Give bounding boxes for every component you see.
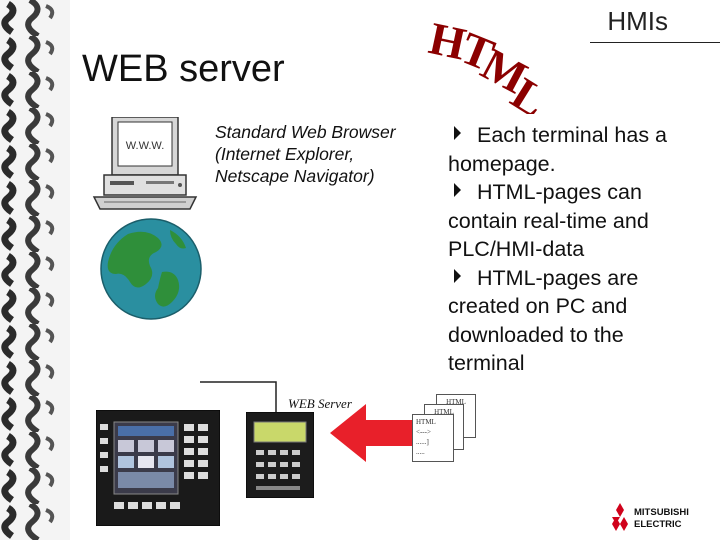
computer-screen-text: W.W.W. — [126, 140, 165, 152]
bullet-line: homepage. — [448, 151, 556, 176]
document-label: HTML — [446, 398, 466, 406]
mitsubishi-electric-logo: MITSUBISHI ELECTRIC — [612, 503, 689, 531]
html-logo: H T M L — [425, 14, 545, 114]
browser-caption-line: Standard Web Browser — [215, 122, 396, 142]
web-server-terminal-icon — [246, 412, 314, 498]
bullet-line: PLC/HMI-data — [448, 237, 585, 261]
bullet-item: Each terminal has a homepage. — [448, 121, 708, 178]
bullet-line: downloaded to the — [448, 322, 624, 347]
header-divider — [590, 42, 720, 43]
browser-caption: Standard Web Browser (Internet Explorer,… — [215, 121, 430, 187]
page-title: WEB server — [82, 48, 285, 90]
bullet-arrow-icon — [454, 268, 461, 283]
brand-line: MITSUBISHI — [634, 507, 689, 518]
three-diamonds-icon — [612, 503, 628, 531]
document-line: ..... — [416, 448, 425, 456]
document-line: ......] — [416, 438, 429, 446]
bullet-line: contain real-time and — [448, 208, 649, 233]
section-label: HMIs — [607, 6, 668, 36]
brand-line: ELECTRIC — [634, 519, 682, 530]
html-document-front: HTML <---> ......] ..... — [412, 414, 454, 462]
document-line: HTML — [416, 418, 436, 426]
download-arrow-icon — [330, 404, 418, 462]
bullet-line: created on PC and — [448, 294, 628, 318]
browser-caption-line: (Internet Explorer, — [215, 144, 355, 164]
browser-caption-line: Netscape Navigator) — [215, 166, 375, 186]
bullet-line: HTML-pages are — [477, 265, 639, 290]
bullet-line: terminal — [448, 351, 525, 375]
web-server-label: WEB Server — [288, 396, 352, 411]
document-line: <---> — [416, 428, 431, 436]
bullet-item: HTML-pages are created on PC and downloa… — [448, 264, 708, 378]
computer-icon: W.W.W. — [92, 117, 198, 210]
document-label: HTML — [434, 408, 454, 416]
bullet-arrow-icon — [454, 183, 461, 197]
large-hmi-terminal-icon — [96, 410, 220, 526]
bullet-arrow-icon — [454, 126, 461, 140]
bullet-line: Each terminal has a — [477, 123, 668, 147]
bullet-list: Each terminal has a homepage. HTML-pages… — [448, 121, 708, 378]
bullet-item: HTML-pages can contain real-time and PLC… — [448, 178, 708, 264]
bullet-line: HTML-pages can — [477, 180, 642, 204]
network-cable — [200, 381, 277, 412]
left-decorative-strip — [0, 0, 70, 540]
globe-icon — [100, 218, 202, 320]
